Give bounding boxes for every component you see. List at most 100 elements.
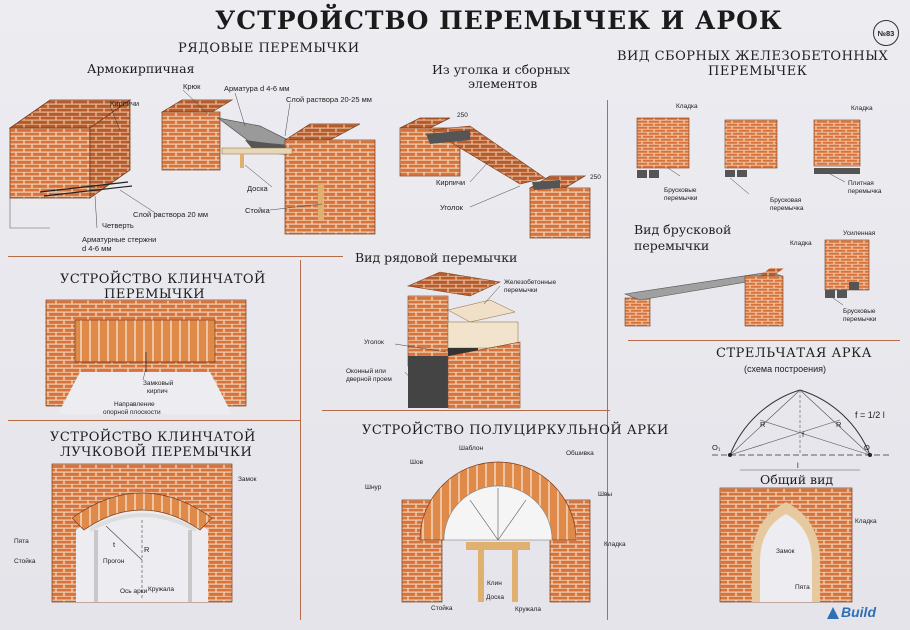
label-chetvert: Четверть (102, 221, 134, 230)
heading-obshiy-vid: Общий вид (760, 472, 834, 487)
divider (8, 256, 343, 257)
heading-klinchataya-2: ПЕРЕМЫЧКИ (104, 287, 206, 302)
label-okonny-a: Оконный или (346, 368, 386, 375)
label-stoyka-2: Стойка (14, 558, 36, 565)
leader-lines (94, 89, 846, 381)
label-ugolok: Уголок (440, 203, 463, 212)
label-stoyka-3: Стойка (431, 605, 453, 612)
label-shov: Шов (410, 459, 424, 466)
divider (300, 260, 301, 620)
heading-sbornye-1: ВИД СБОРНЫХ ЖЕЛЕЗОБЕТОННЫХ (617, 49, 889, 64)
label-pyata-1: Пята (14, 538, 29, 545)
bruskovaya-illustration (623, 239, 870, 327)
label-kladka-4: Кладка (604, 541, 626, 548)
armo-lintel-illustration (160, 99, 376, 235)
formula: f = 1/2 l (855, 410, 885, 420)
divider (607, 100, 608, 620)
strelchataya-view (719, 487, 853, 603)
label-o1: O₁ (712, 443, 721, 452)
armokirpichnaya-illustration (8, 99, 133, 229)
label-plitnaya-b: перемычка (848, 188, 882, 195)
subheading-strelchataya: (схема построения) (744, 364, 826, 374)
label-kirpichi: Кирпичи (110, 99, 140, 108)
label-bruskovaya-2b: перемычка (770, 205, 804, 212)
label-r-2: R (760, 420, 766, 429)
label-zamok-1: Замок (238, 476, 257, 483)
label-o: O (864, 443, 870, 452)
label-bruskovye-1a: Брусковые (664, 187, 697, 194)
label-napravlenie-a: Направление (114, 401, 155, 408)
heading-bruskovaya-1: Вид брусковой (634, 222, 732, 237)
label-bruskovye-3b: перемычки (843, 316, 877, 323)
divider (8, 420, 300, 421)
label-os-arki: Ось арки (120, 588, 148, 595)
build-logo-icon (827, 607, 839, 619)
label-kryuk: Крюк (183, 82, 201, 91)
polucirkulnaya-illustration (401, 461, 591, 603)
heading-polucirk: УСТРОЙСТВО ПОЛУЦИРКУЛЬНОЙ АРКИ (362, 423, 669, 438)
label-stoyka: Стойка (245, 206, 270, 215)
label-arm-sterzhni-1: Арматурные стержни (82, 235, 157, 244)
label-napravlenie-b: опорной плоскости (103, 409, 161, 416)
label-plitnaya-a: Плитная (848, 180, 874, 187)
heading-luchkovaya-2: ЛУЧКОВОЙ ПЕРЕМЫЧКИ (60, 445, 253, 460)
poster-number-badge: №83 (873, 20, 899, 46)
label-bruskovye-3a: Брусковые (843, 308, 876, 315)
label-t-1: t (113, 540, 116, 549)
heading-ryadovye: РЯДОВЫЕ ПЕРЕМЫЧКИ (178, 41, 360, 56)
label-sloy-20-25: Слой раствора 20-25 мм (286, 95, 372, 104)
label-zamkovy-b: кирпич (147, 388, 168, 395)
label-kruzhala-2: Кружала (515, 606, 542, 613)
label-shvy: Швы (598, 491, 613, 498)
label-shablon: Шаблон (459, 445, 484, 452)
label-doska-2: Доска (486, 594, 504, 601)
label-zamkovy-a: Замковый (143, 380, 174, 387)
heading-sbornye-2: ПЕРЕМЫЧЕК (708, 64, 808, 79)
label-r-3: R (836, 420, 842, 429)
label-kladka-5: Кладка (855, 518, 877, 525)
heading-bruskovaya-2: перемычки (634, 238, 710, 253)
label-zhb-a: Железобетонные (504, 279, 557, 286)
label-kirpichi-2: Кирпичи (436, 178, 466, 187)
label-kruzhala-1: Кружала (148, 586, 175, 593)
label-armatura: Арматура d 4-6 мм (224, 84, 290, 93)
heading-armo: Армокирпичная (87, 61, 195, 76)
label-arm-sterzhni-2: d 4-6 мм (82, 244, 112, 253)
divider (628, 340, 900, 341)
label-okonny-b: дверной проем (346, 376, 392, 383)
label-dim-250b: 250 (590, 174, 601, 181)
ryadovaya-view-illustration (406, 271, 521, 409)
divider (322, 410, 610, 411)
strelchataya-scheme (712, 389, 892, 471)
heading-vid-ryadovoy: Вид рядовой перемычки (355, 250, 518, 265)
label-ugolok-2: Уголок (364, 339, 384, 346)
label-r-1: R (144, 545, 150, 554)
label-obshivka: Обшивка (566, 450, 594, 457)
label-l: l (797, 461, 799, 470)
luchkovaya-illustration (51, 463, 233, 603)
heading-ugolok-2: элементов (468, 76, 538, 91)
label-klin: Клин (487, 580, 502, 587)
label-progon: Прогон (103, 558, 125, 565)
heading-luchkovaya-1: УСТРОЙСТВО КЛИНЧАТОЙ (50, 430, 256, 445)
label-kladka-1: Кладка (676, 103, 698, 110)
label-bruskovye-1b: перемычки (664, 195, 698, 202)
heading-klinchataya-1: УСТРОЙСТВО КЛИНЧАТОЙ (60, 272, 266, 287)
page-title: УСТРОЙСТВО ПЕРЕМЫЧЕК И АРОК (215, 6, 783, 35)
label-pyata-2: Пята (795, 584, 810, 591)
heading-ugolok-1: Из уголка и сборных (432, 62, 570, 77)
build-logo-text: Build (841, 604, 876, 620)
label-zhb-b: перемычки (504, 287, 538, 294)
label-doska: Доска (247, 184, 268, 193)
label-kladka-2: Кладка (851, 105, 873, 112)
label-shnur: Шнур (365, 484, 382, 491)
klinchataya-illustration (45, 299, 247, 414)
label-usilennaya: Усиленная (843, 230, 876, 237)
ugolok-lintel-illustration (399, 117, 591, 239)
label-zamok-2: Замок (776, 548, 795, 555)
sbornye-lintels-illustration (636, 117, 861, 178)
label-bruskovaya-2a: Брусковая (770, 197, 802, 204)
heading-strelchataya: СТРЕЛЬЧАТАЯ АРКА (716, 346, 873, 361)
